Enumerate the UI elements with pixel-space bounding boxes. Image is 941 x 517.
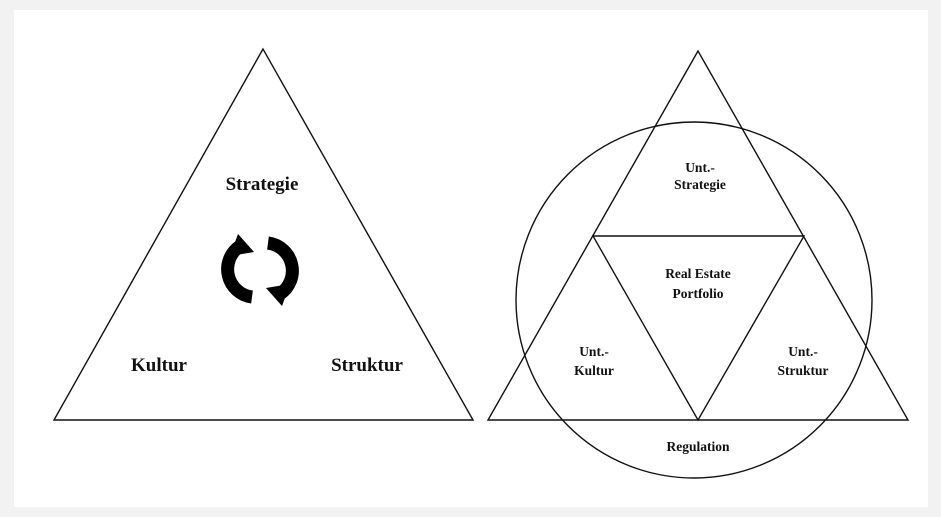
- unt-struktur-label-line1: Unt.-: [788, 344, 818, 359]
- unt-strategie-label-line2: Strategie: [674, 177, 726, 192]
- regulation-label: Regulation: [666, 439, 729, 454]
- portfolio-label-line1: Real Estate: [665, 266, 731, 281]
- right-diagram: Unt.- Strategie Real Estate Portfolio Un…: [486, 49, 910, 479]
- diagram-canvas: Strategie Kultur Struktur Unt.- Strategi…: [14, 10, 928, 507]
- regulation-circle: [515, 121, 873, 479]
- portfolio-label-line2: Portfolio: [673, 286, 724, 301]
- struktur-label: Struktur: [331, 355, 403, 376]
- left-diagram: Strategie Kultur Struktur: [52, 47, 475, 421]
- refresh-cycle-icon: [221, 234, 299, 306]
- unt-strategie-label-line1: Unt.-: [685, 160, 715, 175]
- unt-struktur-label-line2: Struktur: [777, 363, 828, 378]
- strategie-label: Strategie: [226, 174, 299, 195]
- unt-kultur-label-line1: Unt.-: [579, 344, 609, 359]
- unt-kultur-label-line2: Kultur: [574, 363, 614, 378]
- kultur-label: Kultur: [131, 355, 188, 376]
- inner-triangle: [591, 235, 806, 422]
- left-triangle: [52, 47, 475, 421]
